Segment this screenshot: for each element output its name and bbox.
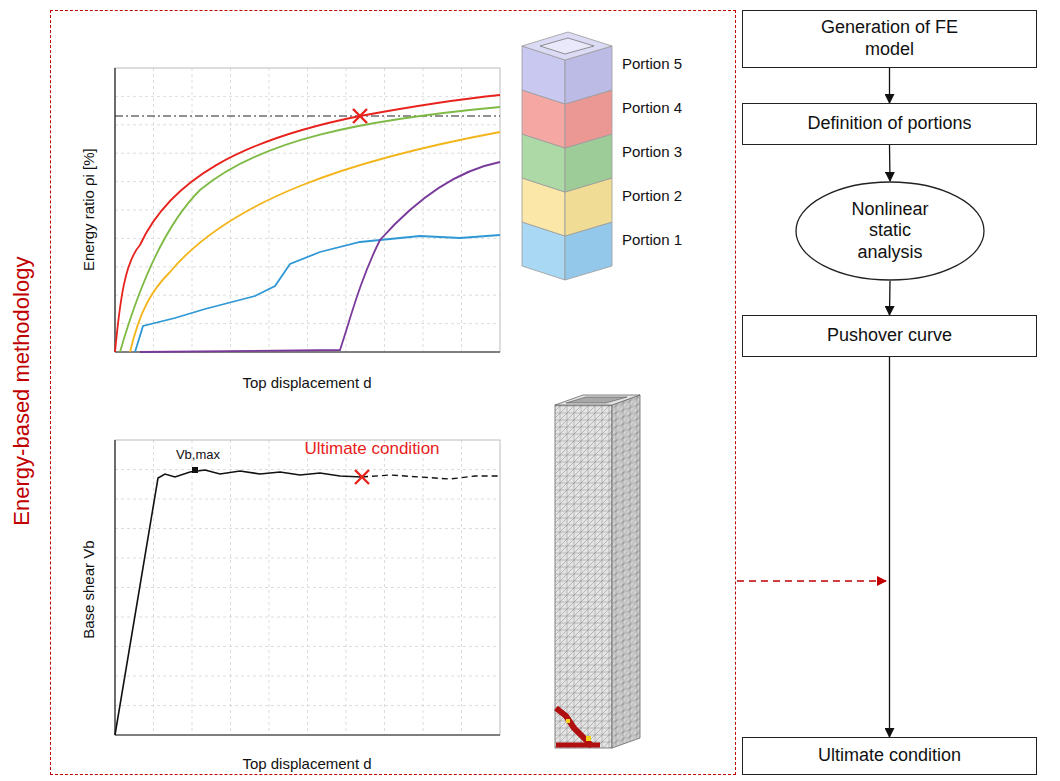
grid-line xyxy=(115,676,500,677)
grid-line xyxy=(115,558,500,559)
axis-title: Base shear Vb xyxy=(79,541,96,639)
axis-title: Top displacement d xyxy=(242,755,371,772)
node-text: Nonlinear static analysis xyxy=(838,199,943,264)
method-region: Energy-based methodology xyxy=(50,10,736,775)
ultimate-label: Ultimate condition xyxy=(304,439,439,459)
grid-line xyxy=(423,440,424,735)
grid-line xyxy=(269,440,270,735)
process-box: Ultimate condition xyxy=(742,737,1037,775)
portion-label: Portion 1 xyxy=(622,231,682,248)
grid-line xyxy=(269,68,270,352)
grid-line xyxy=(115,587,500,588)
curve-portion-1 xyxy=(135,235,500,352)
max-label: Vb,max xyxy=(176,448,220,463)
grid-line xyxy=(115,323,500,324)
grid-line xyxy=(115,469,500,470)
grid-line xyxy=(115,96,500,97)
grid-line xyxy=(384,440,385,735)
grid-line xyxy=(423,68,424,352)
curve-portion-4 xyxy=(115,95,500,352)
ultimate-marker xyxy=(353,109,367,123)
curve-portion-2 xyxy=(130,132,500,352)
portion-label: Portion 4 xyxy=(622,99,682,116)
pushover-curve xyxy=(115,470,362,735)
grid-line xyxy=(115,181,500,182)
region-title: Energy-based methodology xyxy=(11,256,35,525)
grid-line xyxy=(192,68,193,352)
fe-mesh xyxy=(555,395,640,748)
grid-line xyxy=(115,238,500,239)
feed-arrow xyxy=(737,580,886,581)
node-text: Ultimate condition xyxy=(818,745,961,767)
node-text: Definition of portions xyxy=(807,113,971,135)
flow-arrow xyxy=(889,357,890,737)
curve-portion-3 xyxy=(120,107,500,352)
flow-arrow xyxy=(889,281,891,315)
grid-line xyxy=(384,68,385,352)
chart-grid xyxy=(115,68,500,735)
grid-line xyxy=(115,617,500,618)
grid-line xyxy=(115,210,500,211)
node-text: Generation of FE model xyxy=(805,17,975,60)
grid-line xyxy=(115,528,500,529)
max-marker xyxy=(192,467,198,473)
node-text: Pushover curve xyxy=(827,325,952,347)
portion-label: Portion 5 xyxy=(622,55,682,72)
axis-title: Top displacement d xyxy=(242,374,371,391)
process-box: Generation of FE model xyxy=(742,10,1037,68)
curve-portion-5 xyxy=(140,162,500,352)
grid-line xyxy=(115,266,500,267)
flow-arrow xyxy=(889,68,890,103)
chart-frame xyxy=(115,68,500,352)
process-ellipse: Nonlinear static analysis xyxy=(795,181,985,281)
grid-line xyxy=(346,68,347,352)
portion-stack xyxy=(522,32,612,280)
grid-line xyxy=(115,499,500,500)
process-box: Pushover curve xyxy=(742,315,1037,357)
grid-line xyxy=(115,646,500,647)
grid-line xyxy=(192,440,193,735)
portion-label: Portion 2 xyxy=(622,187,682,204)
process-box: Definition of portions xyxy=(742,103,1037,145)
threshold-line xyxy=(115,115,500,116)
axis-title: Energy ratio ρi [%] xyxy=(79,149,96,272)
portion-label: Portion 3 xyxy=(622,143,682,160)
grid-line xyxy=(115,705,500,706)
grid-line xyxy=(115,295,500,296)
grid-line xyxy=(346,440,347,735)
grid-line xyxy=(461,440,462,735)
flow-arrow xyxy=(889,145,891,181)
